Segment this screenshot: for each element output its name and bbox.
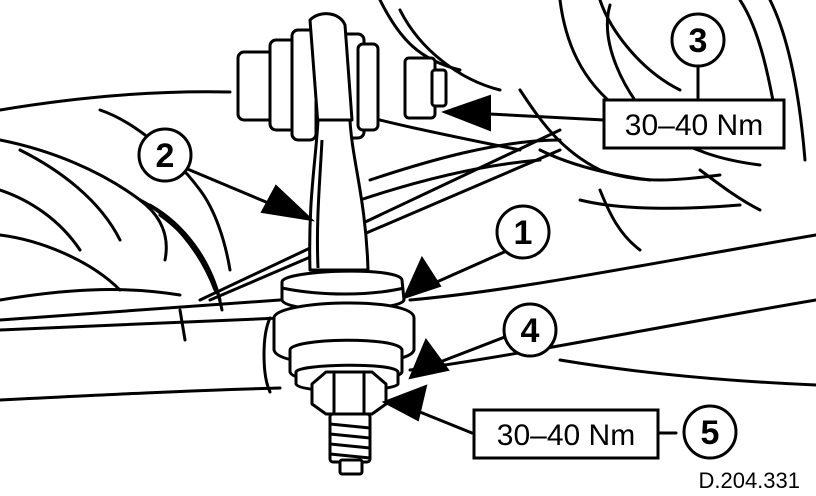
callout-label-3: 3 <box>689 22 708 60</box>
lower-bushing-assembly <box>272 269 416 476</box>
callout-circle-4 <box>502 302 558 358</box>
torque-label-lower: 30–40 Nm <box>497 419 635 452</box>
arrowheads <box>260 94 491 422</box>
callout-circle-2 <box>137 127 193 183</box>
callout-circles <box>137 12 738 460</box>
torque-label-upper: 30–40 Nm <box>625 109 763 142</box>
upper-bushing-assembly <box>236 12 448 142</box>
callout-label-2: 2 <box>156 137 175 175</box>
torque-box-upper <box>602 98 786 150</box>
torque-boxes <box>472 98 786 460</box>
arrow-lower-nut <box>381 384 428 422</box>
arrow-upper-nut <box>441 94 491 132</box>
callout-circle-1 <box>495 204 551 260</box>
arrow-1 <box>402 255 442 300</box>
callout-label-5: 5 <box>701 414 720 452</box>
callout-circle-3 <box>670 12 726 68</box>
callout-label-1: 1 <box>514 214 533 252</box>
drawing-reference: D.204.331 <box>698 468 800 493</box>
arrow-4 <box>408 337 450 380</box>
callout-label-4: 4 <box>521 312 540 350</box>
arrow-2 <box>260 184 316 222</box>
callout-circle-5 <box>682 404 738 460</box>
torque-box-lower <box>472 408 660 460</box>
